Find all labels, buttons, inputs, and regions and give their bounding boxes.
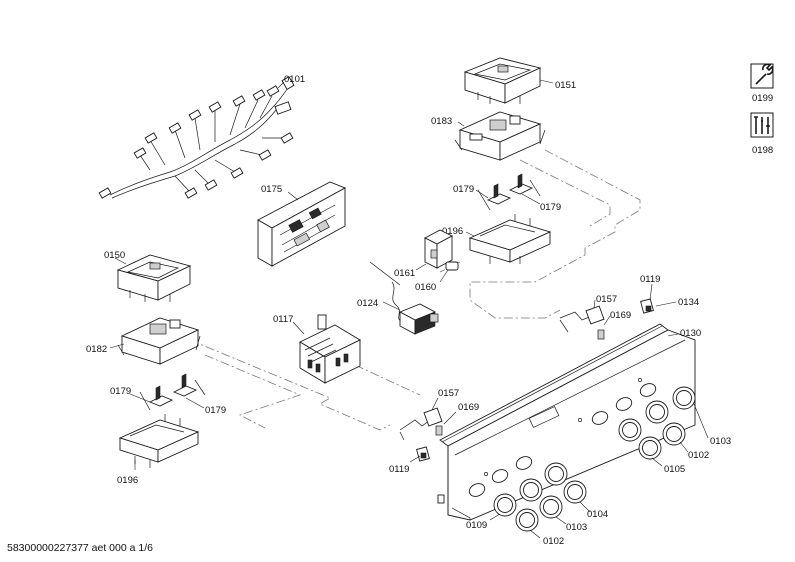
hinge-clip-upper: 0119 0134	[640, 274, 699, 314]
thermostat: 0124	[357, 261, 439, 335]
label-0103-a: 0103	[710, 436, 731, 447]
label-0117: 0117	[273, 314, 293, 325]
document-id: 58300000227377 aet 000 a 1/6	[7, 542, 153, 554]
wrench-icon-code: 0199	[752, 93, 773, 104]
label-0196-a: 0196	[442, 226, 463, 237]
label-0124: 0124	[357, 298, 378, 309]
knob-0103-right-top	[672, 386, 696, 410]
label-0183: 0183	[431, 116, 452, 127]
label-0179-a: 0179	[453, 184, 474, 195]
label-0105: 0105	[664, 464, 685, 475]
control-panel: 0130	[437, 323, 701, 521]
label-0119-a: 0119	[640, 274, 660, 285]
control-knobs: 0103 0102 0105 0104 0109 0103 0102	[466, 386, 731, 547]
switch-block-left: 0182	[86, 317, 201, 365]
hinge-clip-lower: 0119	[389, 446, 430, 475]
switch-block-upper: 0183	[431, 111, 546, 161]
label-0157-a: 0157	[596, 294, 617, 305]
tools-icon-code: 0198	[752, 145, 773, 156]
label-0104: 0104	[587, 509, 608, 520]
label-0179-c: 0179	[110, 386, 131, 397]
clip-pair-lower: 0179 0179	[110, 373, 226, 416]
label-0119-b: 0119	[389, 464, 409, 475]
label-0182: 0182	[86, 344, 107, 355]
tools-icon: 0198	[750, 112, 774, 156]
panel-holes	[468, 378, 657, 497]
lamp-assembly-upper: 0157 0169	[559, 294, 631, 340]
label-0179-b: 0179	[540, 202, 561, 213]
label-0157-b: 0157	[438, 388, 459, 399]
mounting-bracket-upper: 0196	[442, 214, 552, 264]
label-0134: 0134	[678, 297, 699, 308]
harness-connectors	[98, 76, 295, 199]
knob-0103-bottom	[539, 495, 563, 519]
knob-0105	[638, 436, 662, 460]
mounting-bracket-lower: 0196	[117, 414, 200, 486]
label-0169-b: 0169	[458, 402, 479, 413]
label-0161: 0161	[394, 268, 415, 279]
label-0102-a: 0102	[688, 450, 709, 461]
switch-housing-top: 0151	[463, 57, 576, 104]
selector-switch: 0117	[273, 314, 361, 384]
label-0196-b: 0196	[117, 475, 138, 486]
label-0169-a: 0169	[610, 310, 631, 321]
clip-pair-upper: 0179 0179	[453, 173, 561, 213]
label-0160: 0160	[415, 282, 436, 293]
label-0101: 0101	[284, 74, 305, 85]
label-0103-b: 0103	[566, 522, 587, 533]
label-0175: 0175	[261, 184, 282, 195]
knob-0102-right-top	[662, 422, 686, 446]
lamp-assembly-lower: 0157 0169	[399, 388, 479, 441]
switch-housing-left: 0150	[104, 250, 192, 302]
control-board: 0175	[257, 181, 347, 267]
label-0109: 0109	[466, 520, 487, 531]
wiring-harness: 0101	[98, 74, 305, 199]
door-switch: 0161 0160	[394, 229, 459, 293]
label-0150: 0150	[104, 250, 125, 261]
knob-0102-bottom	[515, 508, 539, 532]
label-0151: 0151	[555, 80, 576, 91]
label-0179-d: 0179	[205, 405, 226, 416]
wrench-icon: 0199	[750, 63, 774, 104]
label-0102-b: 0102	[543, 536, 564, 547]
knob-0104	[563, 480, 587, 504]
label-0130: 0130	[680, 328, 701, 339]
knob-0109	[493, 493, 517, 517]
